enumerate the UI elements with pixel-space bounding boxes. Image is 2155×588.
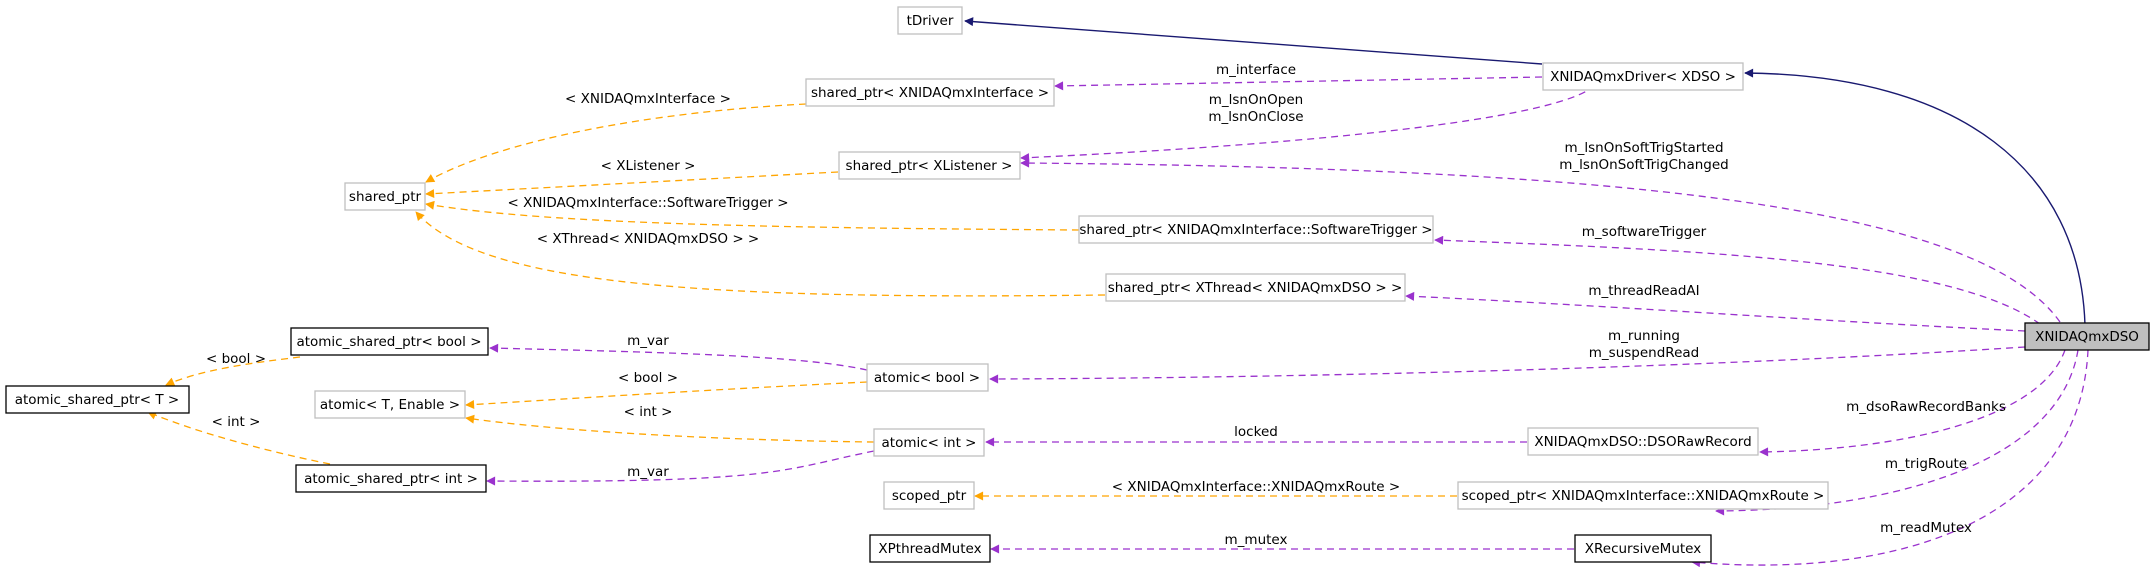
edge-tpl-int-atomic xyxy=(465,414,875,443)
node-tdriver[interactable]: tDriver xyxy=(897,6,963,35)
edge-label-tpl-route: < XNIDAQmxInterface::XNIDAQmxRoute > xyxy=(1112,479,1400,495)
edge-tpl-xthread xyxy=(415,211,1106,297)
edge-label-m-lsnonsofttrigstarted: m_lsnOnSoftTrigStarted xyxy=(1564,140,1723,156)
node-xpthreadmutex[interactable]: XPthreadMutex xyxy=(869,534,991,563)
edge-tpl-interface xyxy=(425,103,807,183)
edge-label-m-lsnonopen: m_lsnOnOpen xyxy=(1209,92,1303,108)
node-asp-t[interactable]: atomic_shared_ptr< T > xyxy=(5,385,190,414)
edge-labels: m_interface m_lsnOnOpen m_lsnOnClose m_l… xyxy=(206,62,2006,548)
edge-m-threadreadai xyxy=(1405,291,2026,332)
edge-label-m-lsnonsofttrigchanged: m_lsnOnSoftTrigChanged xyxy=(1559,157,1728,173)
node-atomic-int[interactable]: atomic< int > xyxy=(873,428,985,457)
edge-tpl-bool-asp xyxy=(165,356,301,386)
edge-m-lsnonsofttrig xyxy=(1020,158,2061,323)
edge-label-tpl-interface: < XNIDAQmxInterface > xyxy=(565,91,731,107)
edge-label-m-var-bool: m_var xyxy=(627,333,669,349)
edge-label-tpl-bool-asp: < bool > xyxy=(206,351,266,367)
node-scoped-ptr-route[interactable]: scoped_ptr< XNIDAQmxInterface::XNIDAQmxR… xyxy=(1457,481,1829,510)
edge-label-m-interface: m_interface xyxy=(1216,62,1296,78)
edge-tpl-bool-atomic xyxy=(465,381,868,410)
node-sp-swtrigger[interactable]: shared_ptr< XNIDAQmxInterface::SoftwareT… xyxy=(1078,215,1434,244)
edge-label-locked: locked xyxy=(1234,424,1278,440)
node-sp-xthread-label: shared_ptr< XThread< XNIDAQmxDSO > > xyxy=(1108,280,1403,296)
edge-label-tpl-int-asp: < int > xyxy=(212,414,261,430)
node-scoped-ptr-label: scoped_ptr xyxy=(892,488,967,504)
edge-label-tpl-listener: < XListener > xyxy=(601,158,696,174)
edge-m-softwaretrigger xyxy=(1434,235,2041,325)
node-asp-bool[interactable]: atomic_shared_ptr< bool > xyxy=(290,327,489,356)
edge-m-dsorawrecordbanks xyxy=(1759,349,2066,457)
node-atomic-int-label: atomic< int > xyxy=(882,435,977,451)
node-asp-bool-label: atomic_shared_ptr< bool > xyxy=(296,334,481,350)
edge-label-m-running: m_running xyxy=(1608,328,1680,344)
node-scoped-ptr[interactable]: scoped_ptr xyxy=(883,481,975,510)
node-sp-interface[interactable]: shared_ptr< XNIDAQmxInterface > xyxy=(805,78,1055,107)
edge-label-tpl-xthread: < XThread< XNIDAQmxDSO > > xyxy=(537,231,759,247)
node-atomic-t-enable-label: atomic< T, Enable > xyxy=(320,397,460,413)
node-xnidaqmxdriver[interactable]: XNIDAQmxDriver< XDSO > xyxy=(1542,62,1744,91)
node-xnidaqmxdso-label: XNIDAQmxDSO xyxy=(2035,329,2139,345)
node-atomic-bool-label: atomic< bool > xyxy=(874,370,980,386)
node-xnidaqmxdso[interactable]: XNIDAQmxDSO xyxy=(2024,322,2150,351)
edge-label-m-dsorawrecordbanks: m_dsoRawRecordBanks xyxy=(1846,399,2006,415)
node-dso-raw-record-label: XNIDAQmxDSO::DSORawRecord xyxy=(1534,434,1751,450)
node-shared-ptr[interactable]: shared_ptr xyxy=(344,182,426,211)
node-tdriver-label: tDriver xyxy=(907,13,954,29)
node-sp-listener-label: shared_ptr< XListener > xyxy=(846,158,1013,174)
node-xpthreadmutex-label: XPthreadMutex xyxy=(878,541,981,557)
edge-label-m-readmutex: m_readMutex xyxy=(1880,520,1972,536)
edge-label-m-threadreadai: m_threadReadAI xyxy=(1588,283,1699,299)
edge-m-readmutex xyxy=(1691,349,2089,568)
node-asp-int[interactable]: atomic_shared_ptr< int > xyxy=(295,464,487,493)
edge-xnidaqmxdriver-to-tdriver xyxy=(964,17,1543,65)
node-atomic-t-enable[interactable]: atomic< T, Enable > xyxy=(314,390,466,419)
edge-m-var-int xyxy=(486,450,875,486)
edge-xnidaqmxdso-to-xnidaqmxdriver xyxy=(1744,68,2086,326)
edge-m-lsnonopen xyxy=(1020,84,1596,163)
edge-label-m-trigroute: m_trigRoute xyxy=(1885,456,1967,472)
edge-m-running xyxy=(989,346,2026,384)
edge-tpl-swtrigger xyxy=(425,200,1080,231)
node-xrecursivemutex-label: XRecursiveMutex xyxy=(1585,541,1702,557)
node-dso-raw-record[interactable]: XNIDAQmxDSO::DSORawRecord xyxy=(1527,427,1759,456)
node-sp-xthread[interactable]: shared_ptr< XThread< XNIDAQmxDSO > > xyxy=(1105,273,1406,302)
edge-label-tpl-int-atomic: < int > xyxy=(624,404,673,420)
node-xrecursivemutex[interactable]: XRecursiveMutex xyxy=(1574,534,1712,563)
edge-label-m-softwaretrigger: m_softwareTrigger xyxy=(1582,224,1707,240)
node-asp-t-label: atomic_shared_ptr< T > xyxy=(15,392,180,408)
node-atomic-bool[interactable]: atomic< bool > xyxy=(866,363,989,392)
edge-label-tpl-bool-atomic: < bool > xyxy=(618,370,678,386)
node-xnidaqmxdriver-label: XNIDAQmxDriver< XDSO > xyxy=(1550,69,1736,85)
node-shared-ptr-label: shared_ptr xyxy=(349,189,422,205)
edge-m-var-bool xyxy=(489,343,868,371)
edge-label-m-suspendread: m_suspendRead xyxy=(1589,345,1699,361)
edge-m-interface xyxy=(1054,76,1543,91)
edge-label-m-mutex: m_mutex xyxy=(1225,532,1288,548)
node-sp-interface-label: shared_ptr< XNIDAQmxInterface > xyxy=(811,85,1049,101)
node-asp-int-label: atomic_shared_ptr< int > xyxy=(304,471,478,487)
edge-label-m-var-int: m_var xyxy=(627,464,669,480)
nodes: tDriver XNIDAQmxDriver< XDSO > shared_pt… xyxy=(5,6,2150,563)
node-sp-listener[interactable]: shared_ptr< XListener > xyxy=(838,151,1021,180)
edge-label-tpl-swtrigger: < XNIDAQmxInterface::SoftwareTrigger > xyxy=(507,195,788,211)
edge-label-m-lsnonclose: m_lsnOnClose xyxy=(1208,109,1303,125)
node-scoped-ptr-route-label: scoped_ptr< XNIDAQmxInterface::XNIDAQmxR… xyxy=(1462,488,1825,504)
edge-tpl-int-asp xyxy=(147,411,331,465)
edge-tpl-listener xyxy=(425,171,839,199)
node-sp-swtrigger-label: shared_ptr< XNIDAQmxInterface::SoftwareT… xyxy=(1079,222,1432,238)
